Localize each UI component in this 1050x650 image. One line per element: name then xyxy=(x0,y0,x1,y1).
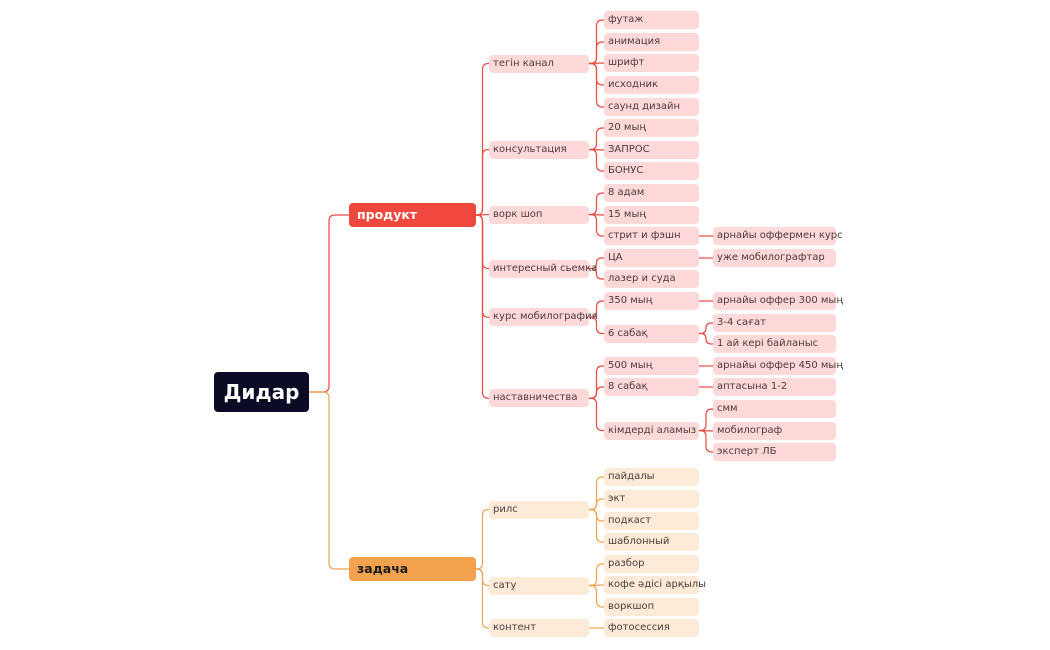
topic-node[interactable]: сату xyxy=(489,576,589,595)
subtopic-node[interactable]: ЗАПРОС xyxy=(604,141,699,159)
connector-line xyxy=(589,148,604,172)
subtopic-node[interactable]: анимация xyxy=(604,33,699,51)
subtopic-node[interactable]: фотосессия xyxy=(604,619,699,637)
subtopic-node[interactable]: воркшоп xyxy=(604,598,699,616)
subtopic-node[interactable]: 20 мың xyxy=(604,119,699,137)
connector-line xyxy=(309,391,349,570)
connector-line xyxy=(589,316,604,335)
topic-node[interactable]: наставничества xyxy=(489,389,589,408)
subtopic-node[interactable]: шрифт xyxy=(604,54,699,72)
subtopic-node[interactable]: БОНУС xyxy=(604,162,699,180)
detail-node[interactable]: арнайы оффер 300 мың xyxy=(713,292,843,310)
subtopic-node[interactable]: исходник xyxy=(604,76,699,94)
topic-node[interactable]: рилс xyxy=(489,500,589,519)
detail-node[interactable]: 3-4 сағат xyxy=(713,314,836,332)
subtopic-node[interactable]: 15 мың xyxy=(604,206,699,224)
detail-node[interactable]: аптасына 1-2 xyxy=(713,378,836,396)
topic-node[interactable]: тегін канал xyxy=(489,54,589,73)
connector-line xyxy=(589,62,604,108)
subtopic-node[interactable]: 6 сабақ xyxy=(604,324,699,343)
detail-node[interactable]: мобилограф xyxy=(713,422,836,440)
subtopic-node[interactable]: 8 адам xyxy=(604,184,699,202)
connector-line xyxy=(699,408,713,432)
root-node[interactable]: Дидар xyxy=(214,372,309,412)
topic-node[interactable]: ворк шоп xyxy=(489,205,589,224)
connector-line xyxy=(699,429,713,453)
branch-task[interactable]: задача xyxy=(349,557,476,581)
subtopic-node[interactable]: разбор xyxy=(604,555,699,573)
subtopic-node[interactable]: подкаст xyxy=(604,512,699,530)
connector-line xyxy=(589,397,604,432)
connector-line xyxy=(699,332,713,345)
detail-node[interactable]: 1 ай кері байланыс xyxy=(713,335,836,353)
subtopic-node[interactable]: кімдерді аламыз xyxy=(604,421,699,440)
subtopic-node[interactable]: экт xyxy=(604,490,699,508)
subtopic-node[interactable]: 8 сабақ xyxy=(604,378,699,396)
branch-product-line[interactable]: продукт линейка xyxy=(349,203,476,246)
connector-line xyxy=(589,508,604,543)
detail-node[interactable]: арнайы оффермен курс xyxy=(713,227,843,245)
connector-line xyxy=(476,214,489,399)
topic-node[interactable]: интересный сьемка xyxy=(489,259,597,278)
topic-node[interactable]: курс мобилография xyxy=(489,308,598,327)
connector-line xyxy=(476,508,489,570)
connector-line xyxy=(589,127,604,151)
connector-line xyxy=(589,41,604,65)
subtopic-node[interactable]: футаж xyxy=(604,11,699,29)
detail-node[interactable]: смм xyxy=(713,400,836,418)
connector-line xyxy=(589,267,604,280)
connector-line xyxy=(309,214,349,393)
subtopic-node[interactable]: стрит и фэшн xyxy=(604,227,699,245)
connector-line xyxy=(476,148,489,216)
subtopic-node[interactable]: пайдалы xyxy=(604,468,699,486)
detail-node[interactable]: уже мобилографтар xyxy=(713,249,836,267)
subtopic-node[interactable]: 350 мың xyxy=(604,292,699,310)
subtopic-node[interactable]: шаблонный xyxy=(604,533,699,551)
subtopic-node[interactable]: лазер и суда xyxy=(604,270,699,288)
subtopic-node[interactable]: 500 мың xyxy=(604,357,699,375)
connector-line xyxy=(589,300,604,318)
detail-node[interactable]: арнайы оффер 450 мың xyxy=(713,357,843,375)
connector-line xyxy=(476,568,489,629)
subtopic-node[interactable]: кофе әдісі арқылы xyxy=(604,576,706,594)
detail-node[interactable]: эксперт ЛБ xyxy=(713,443,836,461)
topic-node[interactable]: консультация xyxy=(489,140,589,159)
topic-node[interactable]: контент xyxy=(489,619,589,637)
connector-line xyxy=(589,584,604,608)
subtopic-node[interactable]: саунд дизайн xyxy=(604,98,699,116)
subtopic-node[interactable]: ЦА xyxy=(604,249,699,267)
connector-line xyxy=(589,192,604,216)
connector-line xyxy=(589,563,604,587)
connector-line xyxy=(589,213,604,237)
connector-line xyxy=(699,322,713,335)
